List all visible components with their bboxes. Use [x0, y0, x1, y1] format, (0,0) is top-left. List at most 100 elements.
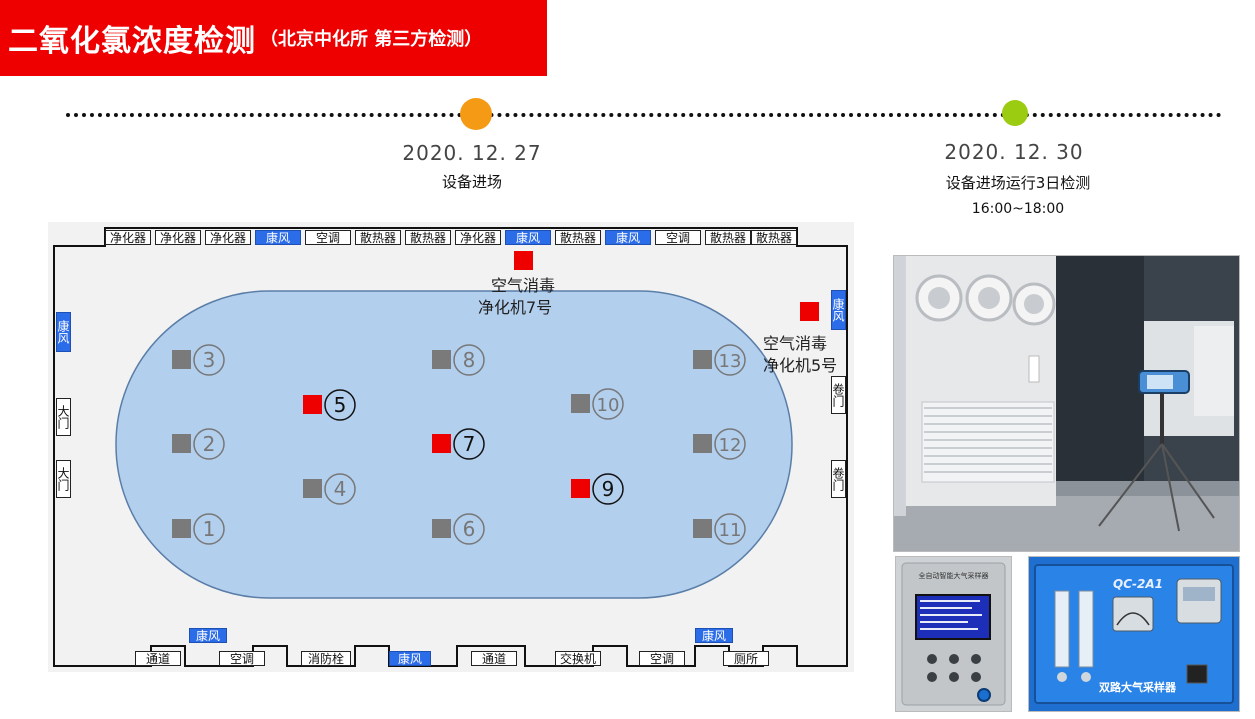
fixture-top-3: 净化器 — [205, 230, 251, 245]
room-outline — [53, 227, 848, 667]
sampler-marker — [432, 350, 451, 369]
sampling-point-2: 2 — [172, 428, 225, 460]
fixture-left-3: 大门 — [56, 460, 71, 498]
sampler-marker — [571, 394, 590, 413]
sampling-point-6: 6 — [432, 513, 485, 545]
fixture-bottom-6: 交换机 — [555, 651, 601, 666]
sampling-point-9: 9 — [571, 473, 624, 505]
fixture-bottom-1: 通道 — [135, 651, 181, 666]
point-number-label: 7 — [463, 432, 476, 456]
point-number-label: 11 — [719, 520, 742, 541]
point-number-label: 9 — [602, 477, 615, 501]
fixture-right-1: 康风 — [831, 290, 846, 330]
photo-instrument-a-graphic — [896, 557, 1011, 711]
fixture-top-13: 散热器 — [705, 230, 751, 245]
fixture-top-9: 康风 — [505, 230, 551, 245]
fixture-bottom-8: 厕所 — [723, 651, 769, 666]
point-number-label: 3 — [203, 348, 216, 372]
sampler-marker — [693, 519, 712, 538]
timeline-line — [66, 113, 1222, 117]
point-number-label: 12 — [719, 435, 742, 456]
sampler-marker — [693, 350, 712, 369]
point-number-label: 4 — [334, 477, 347, 501]
timeline-time-2: 16:00~18:00 — [971, 201, 1065, 217]
photo-instrument-a: 全自动智能大气采样器 — [895, 556, 1012, 712]
sampler-marker — [303, 479, 322, 498]
fixture-top-14: 散热器 — [751, 230, 797, 245]
fixture-top-10: 散热器 — [555, 230, 601, 245]
point-number-label: 6 — [463, 517, 476, 541]
sampling-point-12: 12 — [693, 428, 746, 460]
sampling-point-1: 1 — [172, 513, 225, 545]
photo-instrument-b-graphic — [1029, 557, 1239, 711]
fixture-bottom-inner-2: 康风 — [695, 628, 733, 643]
fixture-top-4: 康风 — [255, 230, 301, 245]
fixture-top-5: 空调 — [305, 230, 351, 245]
point-number-circle — [193, 513, 225, 545]
point-number-circle — [324, 389, 356, 421]
fixture-left-2: 大门 — [56, 398, 71, 436]
purifier-5-marker — [800, 302, 819, 321]
point-number-label: 10 — [597, 395, 620, 416]
point-number-circle — [193, 344, 225, 376]
purifier-7-marker — [514, 251, 533, 270]
fixture-right-2: 卷门 — [831, 376, 846, 414]
sampling-point-11: 11 — [693, 513, 746, 545]
sampling-point-3: 3 — [172, 344, 225, 376]
fixture-bottom-7: 空调 — [639, 651, 685, 666]
point-number-circle — [714, 513, 746, 545]
point-number-circle — [592, 388, 624, 420]
photo-instrument-b: QC-2A1 双路大气采样器 — [1028, 556, 1240, 712]
point-number-circle — [324, 473, 356, 505]
title-banner: 二氧化氯浓度检测 （北京中化所 第三方检测） — [0, 0, 547, 76]
photo-equipment-room-graphic — [894, 256, 1239, 551]
fixture-top-2: 净化器 — [155, 230, 201, 245]
purifier-marker — [432, 434, 451, 453]
timeline-dot-2 — [1002, 100, 1028, 126]
page-title: 二氧化氯浓度检测 — [8, 24, 256, 59]
fixture-top-7: 散热器 — [405, 230, 451, 245]
fixture-bottom-3: 消防栓 — [301, 651, 351, 666]
point-number-label: 13 — [719, 351, 742, 372]
point-number-label: 1 — [203, 517, 216, 541]
timeline-date-1: 2020. 12. 27 — [402, 141, 542, 165]
purifier-marker — [303, 395, 322, 414]
instrument-b-name: 双路大气采样器 — [1099, 681, 1176, 694]
timeline-dot-1 — [460, 98, 492, 130]
point-number-circle — [453, 428, 485, 460]
point-number-label: 8 — [463, 348, 476, 372]
fixture-top-1: 净化器 — [105, 230, 151, 245]
sampling-point-7: 7 — [432, 428, 485, 460]
fixture-bottom-inner-1: 康风 — [189, 628, 227, 643]
sampling-point-8: 8 — [432, 344, 485, 376]
fixture-bottom-4: 康风 — [389, 651, 431, 666]
timeline-date-2: 2020. 12. 30 — [944, 140, 1084, 164]
point-number-circle — [714, 428, 746, 460]
fixture-top-12: 空调 — [655, 230, 701, 245]
purifier-7-label-line1: 空气消毒 — [491, 276, 556, 295]
page-subtitle: （北京中化所 第三方检测） — [260, 29, 483, 50]
fixture-bottom-2: 空调 — [219, 651, 265, 666]
fixture-bottom-5: 通道 — [471, 651, 517, 666]
sampler-marker — [693, 434, 712, 453]
purifier-marker — [571, 479, 590, 498]
fixture-top-6: 散热器 — [355, 230, 401, 245]
instrument-a-title: 全自动智能大气采样器 — [918, 572, 989, 580]
sampling-point-13: 13 — [693, 344, 746, 376]
point-number-circle — [592, 473, 624, 505]
fixture-left-1: 康风 — [56, 312, 71, 352]
point-number-circle — [714, 344, 746, 376]
purifier-7-label-line2: 净化机7号 — [478, 298, 553, 317]
sampler-marker — [172, 350, 191, 369]
sampling-point-10: 10 — [571, 388, 624, 420]
purifier-5-label-line1: 空气消毒 — [763, 334, 828, 353]
point-number-circle — [453, 344, 485, 376]
timeline-desc-1: 设备进场 — [441, 173, 502, 191]
fixture-right-3: 卷门 — [831, 460, 846, 498]
point-number-circle — [453, 513, 485, 545]
fixture-top-11: 康风 — [605, 230, 651, 245]
sampling-point-4: 4 — [303, 473, 356, 505]
instrument-b-model: QC-2A1 — [1113, 577, 1163, 591]
